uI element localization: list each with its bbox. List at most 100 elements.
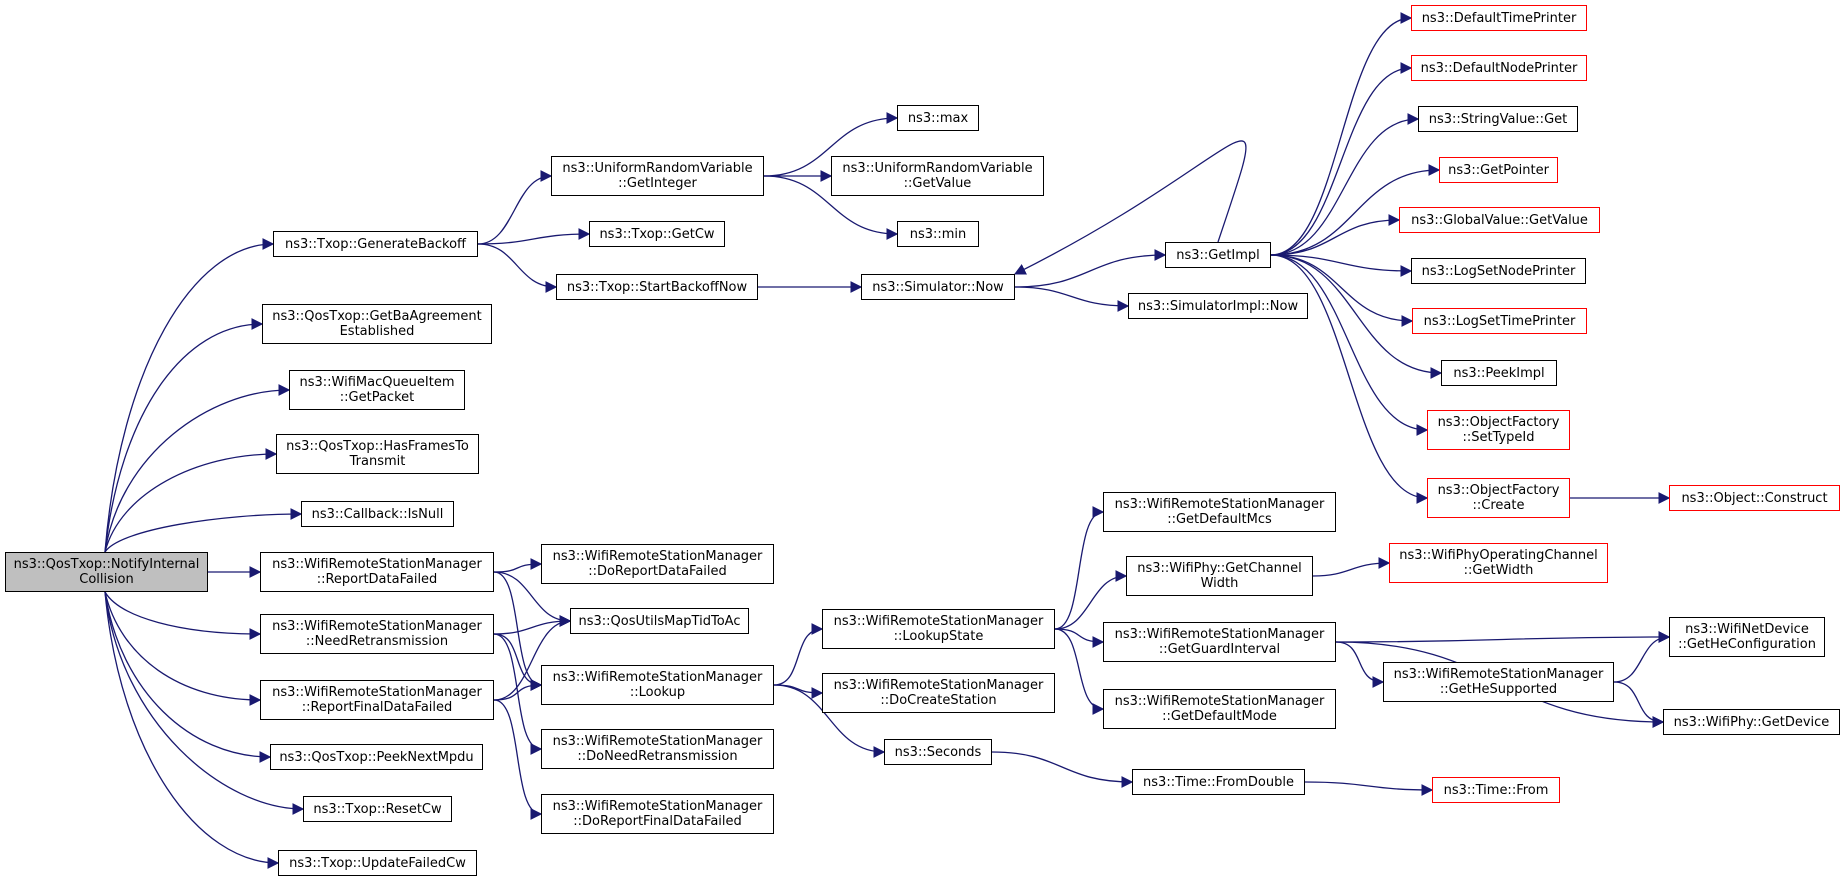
node-label-line: ns3::QosTxop::GetBaAgreement — [272, 309, 482, 324]
node-label-line: ns3::WifiRemoteStationManager — [552, 549, 763, 564]
edge-lookup-state-to-guard-interval — [1054, 628, 1105, 648]
node-def-node-printer[interactable]: ns3::DefaultNodePrinter — [1411, 55, 1587, 81]
node-label-line: ns3::WifiRemoteStationManager — [1114, 497, 1325, 512]
edge-get-impl-to-peek-impl — [1270, 254, 1443, 379]
node-get-pointer[interactable]: ns3::GetPointer — [1439, 157, 1558, 183]
node-label-line: ns3::LogSetNodePrinter — [1421, 263, 1576, 279]
node-label-line: ns3::QosUtilsMapTidToAc — [578, 613, 741, 629]
node-start-backoff[interactable]: ns3::Txop::StartBackoffNow — [556, 274, 758, 300]
edge-get-impl-to-string-get — [1270, 113, 1420, 256]
node-lookup[interactable]: ns3::WifiRemoteStationManager::Lookup — [541, 665, 774, 705]
node-sim-now[interactable]: ns3::Simulator::Now — [861, 274, 1015, 300]
node-label-line: ::DoCreateStation — [880, 693, 997, 708]
node-he-config[interactable]: ns3::WifiNetDevice::GetHeConfiguration — [1669, 617, 1825, 657]
edge-sim-now-to-simimpl-now — [1014, 286, 1130, 312]
node-get-def-mcs[interactable]: ns3::WifiRemoteStationManager::GetDefaul… — [1103, 492, 1336, 532]
node-label-line: ns3::PeekImpl — [1453, 365, 1545, 381]
node-do-need-retx[interactable]: ns3::WifiRemoteStationManager::DoNeedRet… — [541, 729, 774, 769]
node-time-from[interactable]: ns3::Time::From — [1432, 777, 1560, 803]
edge-get-impl-to-log-node — [1270, 254, 1413, 277]
node-label-line: ns3::Txop::GenerateBackoff — [285, 236, 466, 252]
node-label-line: ns3::WifiRemoteStationManager — [272, 619, 482, 634]
node-obj-construct[interactable]: ns3::Object::Construct — [1669, 485, 1840, 511]
node-label-line: ::Create — [1472, 498, 1525, 513]
edge-report-final-to-do-report-final — [493, 699, 543, 820]
node-label-line: ns3::WifiRemoteStationManager — [552, 799, 763, 814]
node-urv-getvalue[interactable]: ns3::UniformRandomVariable::GetValue — [831, 156, 1044, 196]
edge-need-retx-to-lookup — [493, 633, 543, 691]
node-get-impl[interactable]: ns3::GetImpl — [1165, 242, 1271, 268]
node-reset-cw[interactable]: ns3::Txop::ResetCw — [303, 796, 452, 822]
edge-root-to-report-final — [104, 591, 262, 706]
node-op-chan-width[interactable]: ns3::WifiPhyOperatingChannel::GetWidth — [1389, 543, 1608, 583]
node-label-line: ns3::WifiRemoteStationManager — [1114, 694, 1325, 709]
edge-get-impl-to-of-settype — [1270, 254, 1429, 436]
edge-root-to-peek-next — [104, 591, 272, 763]
edge-get-impl-to-sim-now — [1013, 140, 1247, 275]
node-def-mode[interactable]: ns3::WifiRemoteStationManager::GetDefaul… — [1103, 689, 1336, 729]
node-label-line: ::LookupState — [893, 629, 984, 644]
node-label-line: ::DoReportDataFailed — [588, 564, 727, 579]
node-do-report-final[interactable]: ns3::WifiRemoteStationManager::DoReportF… — [541, 794, 774, 834]
node-peek-impl[interactable]: ns3::PeekImpl — [1441, 360, 1557, 386]
node-max[interactable]: ns3::max — [897, 105, 979, 131]
node-phy-device[interactable]: ns3::WifiPhy::GetDevice — [1663, 709, 1840, 735]
node-label-line: ns3::WifiRemoteStationManager — [552, 734, 763, 749]
node-qos-map[interactable]: ns3::QosUtilsMapTidToAc — [570, 608, 749, 634]
node-log-node[interactable]: ns3::LogSetNodePrinter — [1411, 258, 1586, 284]
node-label-line: ns3::WifiRemoteStationManager — [552, 670, 763, 685]
node-min[interactable]: ns3::min — [897, 221, 979, 247]
node-label-line: ::DoReportFinalDataFailed — [573, 814, 742, 829]
edge-lookup-state-to-def-mode — [1054, 628, 1105, 715]
node-get-cw[interactable]: ns3::Txop::GetCw — [589, 221, 725, 247]
edge-get-impl-to-get-pointer — [1270, 164, 1441, 256]
edge-from-double-to-time-from — [1304, 781, 1434, 796]
node-global-get[interactable]: ns3::GlobalValue::GetValue — [1399, 207, 1600, 233]
node-label-line: ns3::DefaultNodePrinter — [1420, 60, 1578, 76]
node-label-line: ns3::WifiPhyOperatingChannel — [1399, 548, 1598, 563]
node-peek-next[interactable]: ns3::QosTxop::PeekNextMpdu — [270, 744, 483, 770]
node-is-null[interactable]: ns3::Callback::IsNull — [301, 501, 454, 527]
edge-lookup-to-lookup-state — [773, 623, 824, 686]
node-label-line: ns3::StringValue::Get — [1428, 111, 1568, 127]
edge-guard-interval-to-he-config — [1335, 631, 1671, 643]
node-report-final[interactable]: ns3::WifiRemoteStationManager::ReportFin… — [260, 680, 494, 720]
node-label-line: ns3::UniformRandomVariable — [842, 161, 1033, 176]
node-do-create[interactable]: ns3::WifiRemoteStationManager::DoCreateS… — [822, 673, 1055, 713]
node-of-create[interactable]: ns3::ObjectFactory::Create — [1427, 478, 1570, 518]
node-log-time[interactable]: ns3::LogSetTimePrinter — [1412, 308, 1587, 334]
node-lookup-state[interactable]: ns3::WifiRemoteStationManager::LookupSta… — [822, 609, 1055, 649]
edge-report-final-to-qos-map — [493, 615, 572, 701]
node-of-settype[interactable]: ns3::ObjectFactory::SetTypeId — [1427, 410, 1570, 450]
node-string-get[interactable]: ns3::StringValue::Get — [1418, 106, 1578, 132]
node-label-line: ns3::WifiNetDevice — [1685, 622, 1809, 637]
node-simimpl-now[interactable]: ns3::SimulatorImpl::Now — [1128, 293, 1308, 319]
node-label-line: ns3::WifiPhy::GetChannel — [1137, 561, 1302, 576]
node-do-report-data[interactable]: ns3::WifiRemoteStationManager::DoReportD… — [541, 544, 774, 584]
edge-need-retx-to-qos-map — [493, 615, 572, 635]
node-report-data-failed[interactable]: ns3::WifiRemoteStationManager::ReportDat… — [260, 552, 494, 592]
node-urv-getint[interactable]: ns3::UniformRandomVariable::GetInteger — [551, 156, 764, 196]
node-he-supported[interactable]: ns3::WifiRemoteStationManager::GetHeSupp… — [1383, 662, 1614, 702]
node-guard-interval[interactable]: ns3::WifiRemoteStationManager::GetGuardI… — [1103, 622, 1336, 662]
node-label-line: Established — [339, 324, 415, 339]
node-gen-backoff[interactable]: ns3::Txop::GenerateBackoff — [273, 231, 478, 257]
node-label-line: ns3::WifiRemoteStationManager — [833, 614, 1044, 629]
node-label-line: ns3::Txop::StartBackoffNow — [566, 279, 748, 295]
node-update-failed[interactable]: ns3::Txop::UpdateFailedCw — [278, 850, 477, 876]
edge-urv-getint-to-max — [763, 112, 899, 177]
edge-root-to-has-frames — [104, 448, 278, 553]
node-from-double[interactable]: ns3::Time::FromDouble — [1132, 769, 1305, 795]
node-def-time-printer[interactable]: ns3::DefaultTimePrinter — [1411, 5, 1587, 31]
edge-root-to-gen-backoff — [104, 238, 275, 553]
node-seconds[interactable]: ns3::Seconds — [884, 739, 992, 765]
node-need-retx[interactable]: ns3::WifiRemoteStationManager::NeedRetra… — [260, 614, 494, 654]
edge-get-impl-to-of-create — [1270, 254, 1429, 504]
node-get-packet[interactable]: ns3::WifiMacQueueItem::GetPacket — [289, 370, 465, 410]
node-label-line: ns3::QosTxop::PeekNextMpdu — [279, 749, 474, 765]
edge-he-supported-to-he-config — [1613, 631, 1671, 683]
